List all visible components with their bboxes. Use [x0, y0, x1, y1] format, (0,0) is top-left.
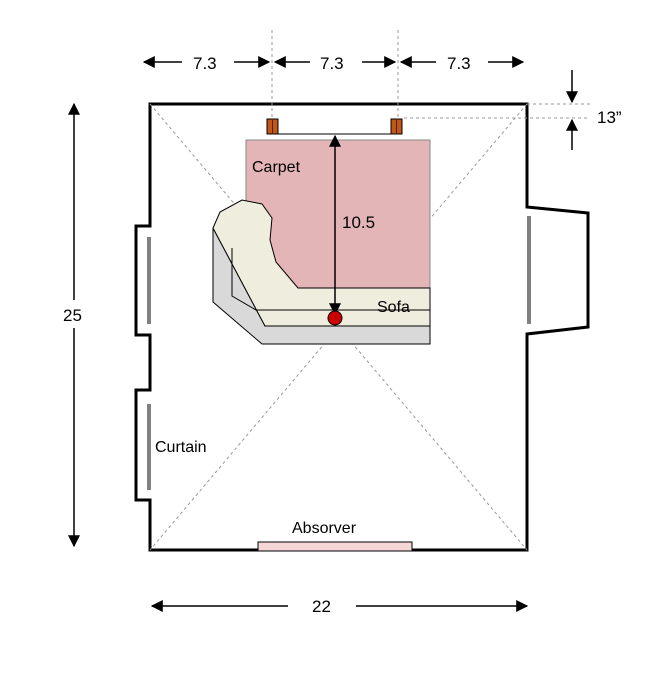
top-right-dimension-gap	[436, 50, 488, 74]
top-middle-dimension-label: 7.3	[320, 54, 344, 73]
height-dimension-gap	[58, 300, 90, 328]
offset-dimension-label: 13”	[597, 108, 622, 127]
sofa	[212, 199, 431, 327]
height-dimension-label: 25	[63, 306, 82, 325]
listening-distance-label: 10.5	[342, 213, 375, 232]
carpet-label: Carpet	[252, 159, 301, 176]
top-left-dimension-label: 7.3	[193, 54, 217, 73]
listener-position-dot	[327, 310, 343, 326]
sofa-seat-line	[231, 248, 430, 311]
top-left-dimension-gap	[182, 50, 234, 74]
diagonal-line-2	[149, 103, 528, 551]
absorber-label: Absorver	[292, 520, 357, 537]
top-right-dimension-label: 7.3	[447, 54, 471, 73]
width-dimension-label: 22	[312, 597, 331, 616]
absorber	[257, 541, 413, 552]
sofa-label: Sofa	[377, 299, 410, 316]
curtain-label: Curtain	[155, 439, 207, 456]
diagonal-line-1	[149, 103, 528, 551]
top-middle-dimension-gap	[310, 50, 362, 74]
